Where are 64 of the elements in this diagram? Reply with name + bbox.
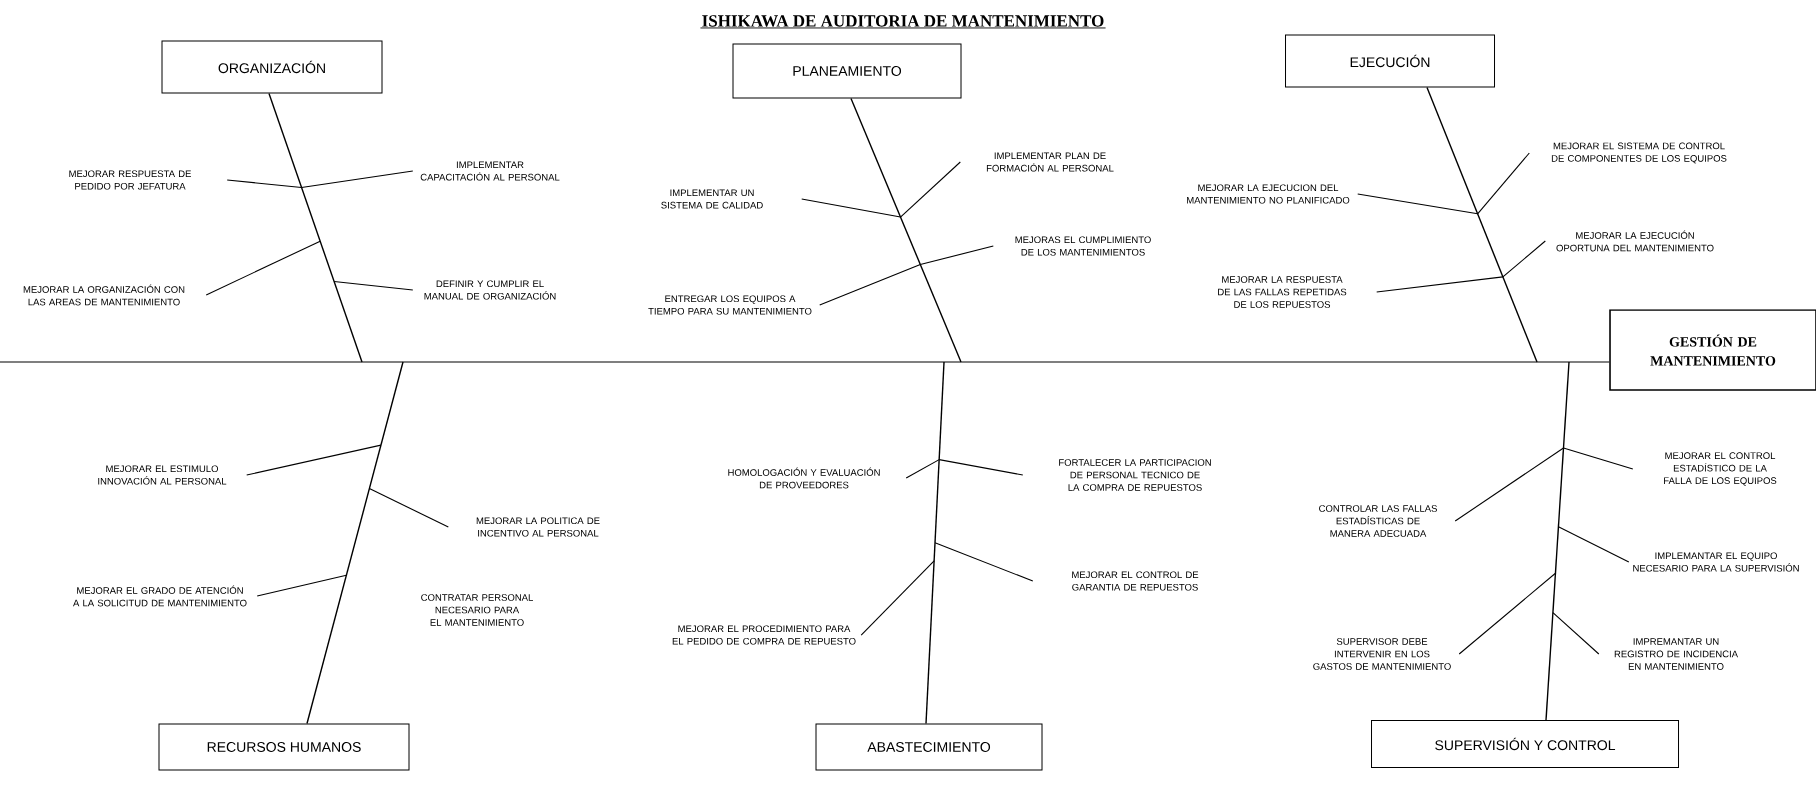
cause-text: ENTREGAR LOS EQUIPOS A TIEMPO PARA SU MANTENIMIENTO [648, 295, 812, 315]
category-box: ORGANIZACIÓN [161, 40, 383, 94]
cause-text: FORTALECER LA PARTICIPACION DE PERSONAL TECNICO DE LA COMPRA DE REPUESTOS [1059, 459, 1211, 491]
cause-text: MEJORAR EL ESTIMULO INNOVACIÓN AL PERSONAL [98, 465, 227, 485]
cause-text: HOMOLOGACIÓN Y EVALUACIÓN DE PROVEEDORES [728, 467, 880, 489]
branch-line [246, 444, 382, 476]
cause-text: MEJORAR LA POLITICA DE INCENTIVO AL PERSONAL [476, 517, 600, 537]
branch-line [899, 161, 961, 218]
cause-text: MEJORAR LA RESPUESTA DE LAS FALLAS REPETIDAS DE LOS REPUESTOS [1218, 276, 1347, 308]
bone-line [1545, 361, 1570, 721]
cause-text: MEJORAR LA ORGANIZACIÓN CON LAS AREAS DE MANTENIMIENTO [23, 284, 185, 306]
cause-text: IMPLEMENTAR UN SISTEMA DE CALIDAD [661, 189, 763, 209]
cause-text: CONTRATAR PERSONAL NECESARIO PARA EL MANTENIMIENTO [421, 594, 533, 626]
cause-text: MEJORAR RESPUESTA DE PEDIDO POR JEFATURA [69, 170, 191, 190]
branch-line [226, 179, 303, 189]
effect-box: GESTIÓN DE MANTENIMIENTO [1609, 309, 1816, 391]
branch-line [1562, 447, 1634, 470]
cause-text: MEJORAS EL CUMPLIMIENTO DE LOS MANTENIMIENTOS [1015, 236, 1151, 256]
cause-text: IMPLEMANTAR EL EQUIPO NECESARIO PARA LA SUPERVISIÓN [1633, 552, 1799, 572]
branch-line [1557, 526, 1630, 563]
cause-text: MEJORAR LA EJECUCIÓN OPORTUNA DEL MANTENIMIENTO [1556, 230, 1714, 252]
title: ISHIKAWA DE AUDITORIA DE MANTENIMIENTO [700, 15, 1106, 29]
branch-line [860, 560, 935, 636]
branch-line [1502, 240, 1546, 278]
branch-line [1552, 612, 1600, 655]
bone-line [306, 361, 404, 725]
cause-text: MEJORAR EL GRADO DE ATENCIÓN A LA SOLICITUD DE MANTENIMIENTO [73, 585, 247, 607]
category-box: PLANEAMIENTO [732, 43, 962, 99]
cause-text: MEJORAR EL CONTROL DE GARANTIA DE REPUESTOS [1072, 571, 1199, 591]
branch-line [1477, 152, 1530, 215]
branch-line [256, 574, 347, 597]
branch-line [819, 263, 921, 306]
cause-text: MEJORAR EL PROCEDIMIENTO PARA EL PEDIDO DE COMPRA DE REPUESTO [672, 625, 856, 645]
category-box: EJECUCIÓN [1285, 34, 1495, 88]
branch-line [905, 459, 940, 479]
branch-line [1458, 572, 1556, 655]
cause-text: IMPREMANTAR UN REGISTRO DE INCIDENCIA EN MANTENIMIENTO [1614, 638, 1738, 670]
branch-line [934, 542, 1034, 582]
branch-line [205, 240, 321, 296]
bone-line [268, 92, 363, 363]
branch-line [1357, 193, 1479, 215]
branch-line [938, 459, 1024, 476]
branch-line [801, 198, 902, 218]
bone-line [925, 361, 945, 725]
branch-line [333, 280, 414, 291]
cause-text: IMPLEMENTAR CAPACITACIÓN AL PERSONAL [420, 161, 560, 181]
branch-line [301, 170, 414, 189]
cause-text: MEJORAR LA EJECUCION DEL MANTENIMIENTO NO PLANIFICADO [1187, 184, 1350, 204]
branch-line [1376, 276, 1504, 293]
branch-line [919, 245, 994, 266]
category-box: RECURSOS HUMANOS [158, 723, 410, 771]
bone-line [850, 97, 962, 363]
cause-text: DEFINIR Y CUMPLIR EL MANUAL DE ORGANIZACIÓN [424, 280, 556, 300]
category-box: SUPERVISIÓN Y CONTROL [1371, 720, 1679, 768]
branch-line [368, 487, 449, 528]
cause-text: IMPLEMENTAR PLAN DE FORMACIÓN AL PERSONAL [986, 152, 1114, 172]
category-box: ABASTECIMIENTO [815, 723, 1043, 771]
cause-text: MEJORAR EL CONTROL ESTADÍSTICO DE LA FALLA DE LOS EQUIPOS [1664, 452, 1777, 486]
spine-line [0, 361, 1610, 363]
cause-text: MEJORAR EL SISTEMA DE CONTROL DE COMPONENTES DE LOS EQUIPOS [1551, 142, 1727, 164]
cause-text: SUPERVISOR DEBE INTERVENIR EN LOS GASTOS DE MANTENIMIENTO [1313, 638, 1451, 670]
branch-line [1454, 447, 1565, 522]
bone-line [1426, 86, 1538, 363]
cause-text: CONTROLAR LAS FALLAS ESTADÍSTICAS DE MANERA ADECUADA [1319, 505, 1437, 537]
